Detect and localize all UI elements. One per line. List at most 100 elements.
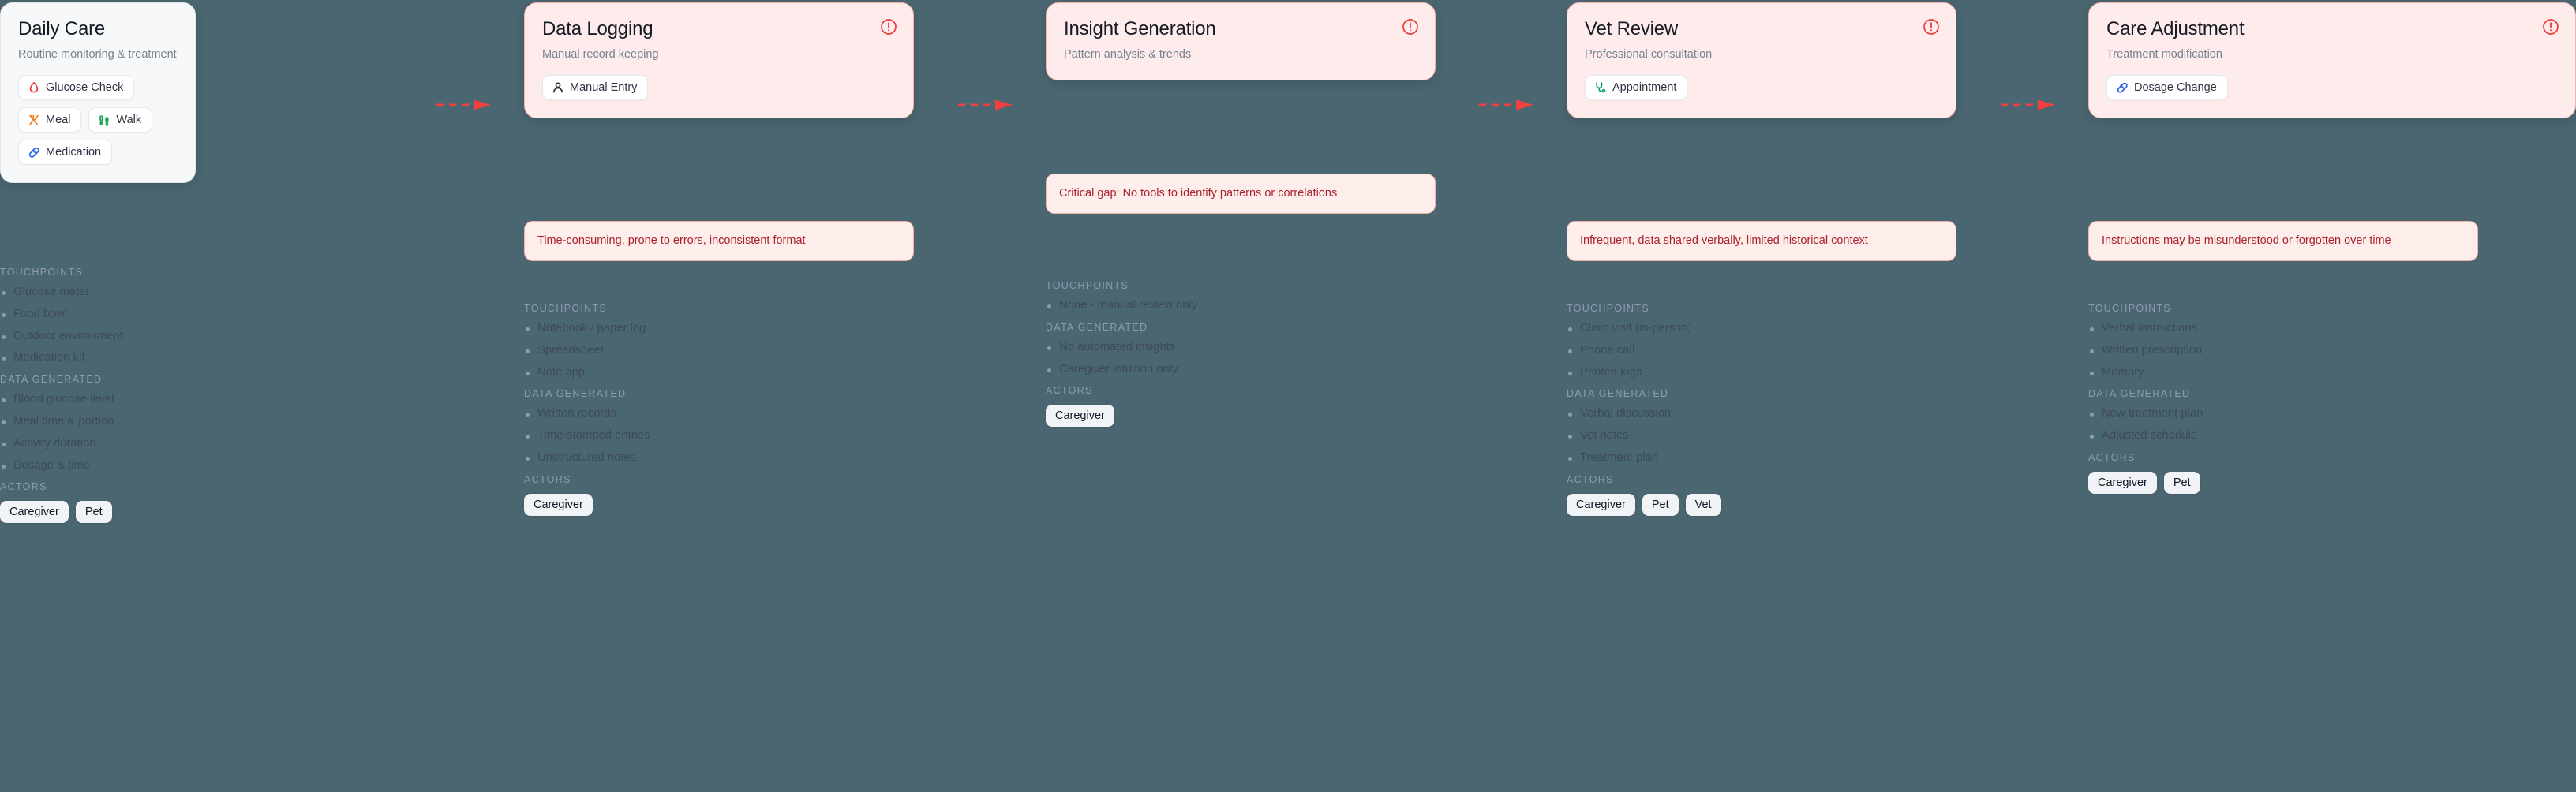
data-generated-label: DATA GENERATED — [1567, 388, 1669, 400]
list-item: Printed logs — [1567, 366, 1906, 379]
stethoscope-icon — [1594, 81, 1607, 94]
stage-title: Daily Care — [18, 18, 106, 39]
flow-arrow-4 — [2000, 99, 2060, 111]
actor-chip[interactable]: Vet — [1685, 493, 1721, 516]
alert-circle-icon — [1923, 18, 1940, 35]
actors-label: ACTORS — [1046, 385, 1093, 397]
actors-label: ACTORS — [524, 473, 571, 485]
alert-circle-icon — [2542, 18, 2559, 35]
stage-title: Data Logging — [542, 18, 653, 39]
stage-details: TOUCHPOINTS Clinic visit (in-person) Phone… — [1567, 303, 1906, 516]
tool-chip[interactable]: Dosage Change — [2106, 74, 2228, 100]
list-item: Written prescription — [2088, 344, 2428, 357]
alert-circle-icon — [1402, 18, 1419, 35]
list-item: Adjusted schedule — [2088, 430, 2428, 442]
actor-chip-list: Caregiver — [1046, 405, 1385, 428]
person-icon — [552, 81, 564, 94]
list-item: Clinic visit (in-person) — [1567, 323, 1906, 334]
fork-knife-icon — [28, 114, 40, 126]
data-generated-label: DATA GENERATED — [0, 374, 103, 386]
actors-label: ACTORS — [1567, 473, 1614, 485]
pain-point-box: Critical gap: No tools to identify patte… — [1046, 174, 1436, 215]
actor-chip[interactable]: Pet — [2163, 471, 2200, 494]
touchpoints-label: TOUCHPOINTS — [0, 267, 84, 278]
list-item: Blood glucose level — [0, 394, 339, 405]
actor-chip-list: Caregiver Pet — [0, 501, 339, 524]
list-item: Phone call — [1567, 344, 1906, 357]
list-item: Food bowl — [0, 308, 339, 320]
tool-chip[interactable]: Walk — [88, 106, 153, 133]
pain-point-box: Time-consuming, prone to errors, inconsi… — [524, 221, 914, 262]
list-item: Caregiver intuition only — [1046, 363, 1385, 375]
touchpoints-label-list: None - manual review only — [1046, 300, 1385, 312]
tool-chip[interactable]: Manual Entry — [542, 74, 649, 100]
tool-chip-label: Dosage Change — [2134, 80, 2217, 94]
actor-chip[interactable]: Pet — [1642, 493, 1679, 516]
list-item: Glucose meter — [0, 286, 339, 298]
actor-chip[interactable]: Caregiver — [524, 493, 593, 516]
tool-chip-label: Glucose Check — [46, 80, 124, 94]
tool-chip[interactable]: Meal — [18, 106, 82, 133]
actors-label: ACTORS — [0, 481, 47, 493]
tool-chip[interactable]: Appointment — [1585, 74, 1688, 100]
data-generated-label: DATA GENERATED — [524, 388, 627, 400]
tool-chip[interactable]: Medication — [18, 139, 113, 165]
list-item: Spreadsheet — [524, 344, 863, 357]
stage-subtitle: Professional consultation — [1585, 48, 1713, 62]
tool-chip[interactable]: Glucose Check — [18, 74, 135, 100]
tool-chip-list: Dosage Change — [2106, 74, 2558, 100]
actor-chip[interactable]: Pet — [75, 501, 112, 524]
pain-point-box: Instructions may be misunderstood or for… — [2088, 221, 2478, 262]
list-item: Verbal instructions — [2088, 323, 2428, 334]
list-item: Verbal discussion — [1567, 408, 1906, 420]
list-item: Dosage & time — [0, 459, 339, 472]
list-item: Activity duration — [0, 437, 339, 450]
list-item: Outdoor environment — [0, 330, 339, 342]
tool-chip-label: Walk — [116, 113, 142, 126]
list-item: Time-stamped entries — [524, 430, 863, 442]
stage-title: Insight Generation — [1064, 18, 1216, 39]
touchpoints-label: TOUCHPOINTS — [524, 303, 608, 314]
actor-chip[interactable]: Caregiver — [1567, 493, 1635, 516]
stage-title: Care Adjustment — [2106, 18, 2245, 39]
actor-chip[interactable]: Caregiver — [0, 501, 69, 524]
list-item: Unstructured notes — [524, 452, 863, 464]
actors-label: ACTORS — [2088, 451, 2136, 463]
touchpoints-label: TOUCHPOINTS — [2088, 303, 2172, 314]
flow-arrow-3 — [1478, 99, 1538, 111]
list-item: Memory — [2088, 366, 2428, 379]
blood-drop-icon — [28, 81, 40, 94]
list-item: Treatment plan — [1567, 452, 1906, 464]
flow-arrow-1 — [436, 99, 496, 111]
actor-chip[interactable]: Caregiver — [2088, 471, 2157, 494]
list-item: Meal time & portion — [0, 416, 339, 428]
stage-subtitle: Routine monitoring & treatment — [18, 48, 177, 62]
pain-point-box: Infrequent, data shared verbally, limite… — [1567, 221, 1956, 262]
list-item: None - manual review only — [1046, 300, 1385, 312]
data-generated-label: DATA GENERATED — [1046, 321, 1148, 333]
list-item: Written records — [524, 408, 863, 420]
actor-chip[interactable]: Caregiver — [1046, 405, 1114, 428]
touchpoints-label: TOUCHPOINTS — [1567, 303, 1650, 314]
tool-chip-label: Manual Entry — [570, 80, 638, 94]
list-item: Vet notes — [1567, 430, 1906, 442]
stage-title: Vet Review — [1585, 18, 1679, 39]
list-item: Note app — [524, 366, 863, 379]
